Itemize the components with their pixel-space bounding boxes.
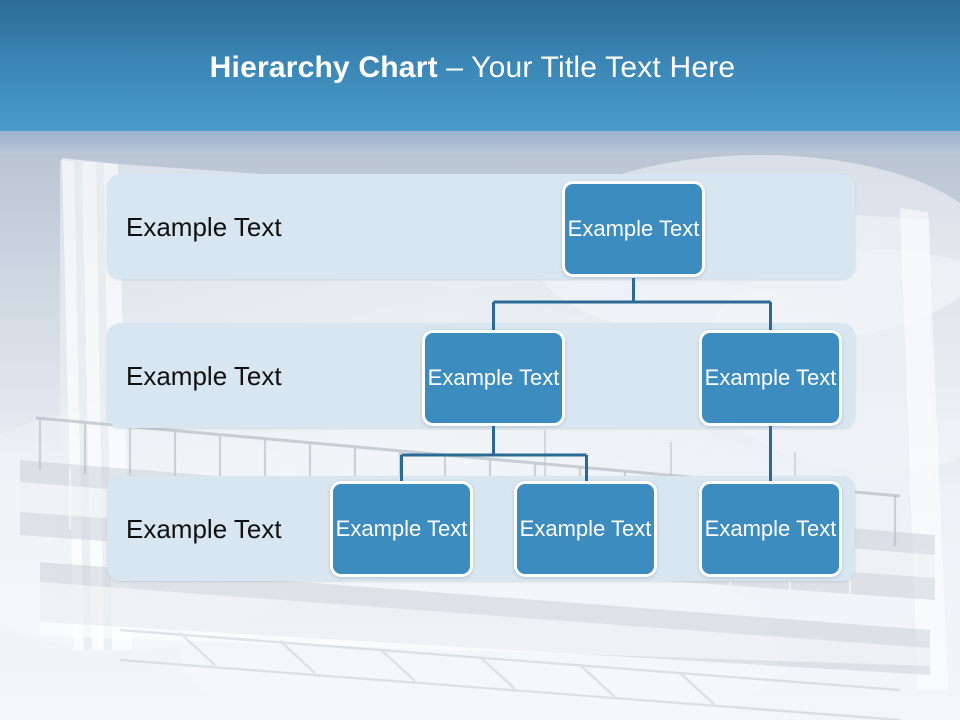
hierarchy-node-level2-right-label: Example Text	[704, 365, 837, 390]
title-band	[0, 0, 960, 131]
row-label-1: Example Text	[126, 211, 282, 242]
hierarchy-node-level2-left-label: Example Text	[427, 365, 560, 390]
hierarchy-node-level3-left[interactable]: Example Text	[330, 481, 473, 577]
page-title-bold: Hierarchy Chart	[209, 51, 438, 84]
page-title-light: – Your Title Text Here	[437, 51, 736, 84]
hierarchy-node-root[interactable]: Example Text	[562, 181, 705, 277]
hierarchy-node-level3-right[interactable]: Example Text	[699, 481, 842, 577]
row-label-2: Example Text	[126, 360, 282, 391]
hierarchy-node-level3-middle-label: Example Text	[519, 516, 652, 541]
hierarchy-node-level3-middle[interactable]: Example Text	[514, 481, 657, 577]
title-sub-band	[0, 131, 960, 153]
hierarchy-node-root-label: Example Text	[567, 216, 700, 241]
hierarchy-node-level2-left[interactable]: Example Text	[422, 330, 565, 426]
hierarchy-node-level2-right[interactable]: Example Text	[699, 330, 842, 426]
page-title: Hierarchy Chart – Your Title Text Here	[0, 50, 945, 86]
hierarchy-row-band-1[interactable]: Example Text	[107, 174, 855, 279]
row-label-3: Example Text	[126, 513, 282, 544]
hierarchy-node-level3-right-label: Example Text	[704, 516, 837, 541]
hierarchy-node-level3-left-label: Example Text	[335, 516, 468, 541]
